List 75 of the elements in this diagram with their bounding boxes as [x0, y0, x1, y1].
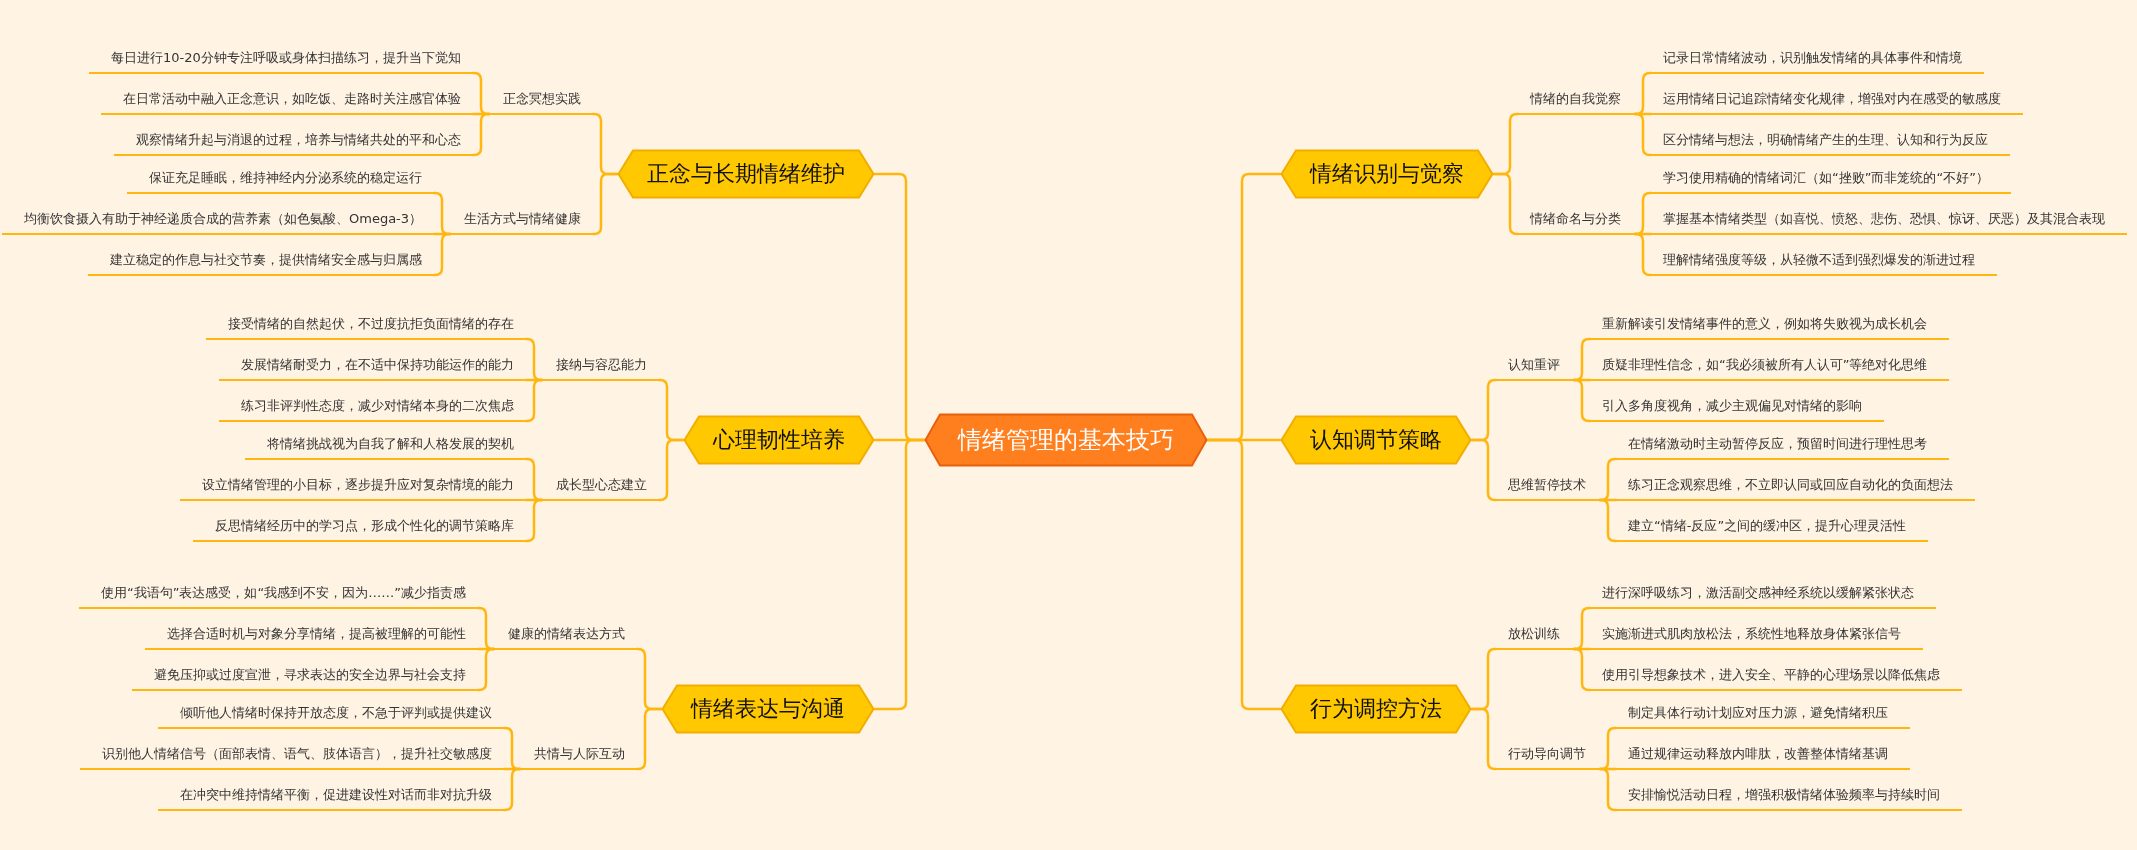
detail-label: 理解情绪强度等级，从轻微不适到强烈爆发的渐进过程	[1651, 246, 1997, 277]
detail-label: 区分情绪与想法，明确情绪产生的生理、认知和行为反应	[1651, 126, 2010, 157]
detail-label: 倾听他人情绪时保持开放态度，不急于评判或提供建议	[158, 699, 504, 730]
detail-label: 建立“情绪-反应”之间的缓冲区，提升心理灵活性	[1616, 512, 1929, 543]
detail-label: 在冲突中维持情绪平衡，促进建设性对话而非对抗升级	[158, 781, 504, 812]
detail-label: 保证充足睡眠，维持神经内分泌系统的稳定运行	[127, 164, 434, 195]
connector-line	[1572, 647, 1592, 692]
branch-label: 思维暂停技术	[1496, 471, 1600, 502]
connector-line	[502, 767, 522, 812]
connector-line	[476, 647, 496, 692]
detail-label: 识别他人情绪信号（面部表情、语气、肢体语言），提升社交敏感度	[80, 740, 504, 771]
topic-hexagon: 认知调节策略	[1280, 415, 1472, 465]
central-hexagon: 情绪管理的基本技巧	[924, 413, 1208, 467]
connector-line	[635, 707, 663, 771]
connector-line	[1470, 438, 1498, 502]
detail-label: 建立稳定的作息与社交节奏，提供情绪安全感与归属感	[88, 246, 434, 277]
connector-line	[1598, 498, 1618, 543]
detail-label: 接受情绪的自然起伏，不过度抗拒负面情绪的存在	[206, 310, 526, 341]
branch-label: 行动导向调节	[1496, 740, 1600, 771]
branch-label: 成长型心态建立	[542, 471, 659, 502]
detail-label: 选择合适时机与对象分享情绪，提高被理解的可能性	[145, 620, 478, 651]
connector-line	[1470, 707, 1498, 771]
branch-label: 情绪命名与分类	[1518, 205, 1635, 236]
detail-label: 学习使用精确的情绪词汇（如“挫败”而非笼统的“不好”）	[1651, 164, 2011, 195]
connector-line	[471, 112, 491, 157]
branch-label: 正念冥想实践	[489, 85, 593, 116]
detail-label: 每日进行10-20分钟专注呼吸或身体扫描练习，提升当下觉知	[89, 44, 473, 75]
connector-line	[657, 438, 685, 502]
detail-label: 反思情绪经历中的学习点，形成个性化的调节策略库	[193, 512, 526, 543]
detail-label: 使用“我语句”表达感受，如“我感到不安，因为……”减少指责感	[79, 579, 478, 610]
detail-label: 掌握基本情绪类型（如喜悦、愤怒、悲伤、恐惧、惊讶、厌恶）及其混合表现	[1651, 205, 2127, 236]
topic-hexagon: 情绪识别与觉察	[1280, 149, 1494, 199]
detail-label: 引入多角度视角，减少主观偏见对情绪的影响	[1590, 392, 1884, 423]
detail-label: 通过规律运动释放内啡肽，改善整体情绪基调	[1616, 740, 1910, 771]
topic-hexagon: 行为调控方法	[1280, 684, 1472, 734]
topic-hexagon: 心理韧性培养	[683, 415, 875, 465]
detail-label: 安排愉悦活动日程，增强积极情绪体验频率与持续时间	[1616, 781, 1962, 812]
detail-label: 发展情绪耐受力，在不适中保持功能运作的能力	[219, 351, 526, 382]
connector-line	[1572, 378, 1592, 423]
topic-hexagon: 正念与长期情绪维护	[617, 149, 875, 199]
detail-label: 使用引导想象技术，进入安全、平静的心理场景以降低焦虑	[1590, 661, 1962, 692]
branch-label: 放松训练	[1496, 620, 1574, 651]
detail-label: 运用情绪日记追踪情绪变化规律，增强对内在感受的敏感度	[1651, 85, 2023, 116]
detail-label: 练习正念观察思维，不立即认同或回应自动化的负面想法	[1616, 471, 1975, 502]
detail-label: 实施渐进式肌肉放松法，系统性地释放身体紧张信号	[1590, 620, 1923, 651]
branch-label: 生活方式与情绪健康	[450, 205, 593, 236]
detail-label: 记录日常情绪波动，识别触发情绪的具体事件和情境	[1651, 44, 1984, 75]
connector-line	[591, 172, 619, 236]
connector-line	[524, 378, 544, 423]
detail-label: 在日常活动中融入正念意识，如吃饭、走路时关注感官体验	[101, 85, 473, 116]
connector-line	[1206, 438, 1282, 711]
detail-label: 避免压抑或过度宣泄，寻求表达的安全边界与社会支持	[132, 661, 478, 692]
branch-label: 健康的情绪表达方式	[494, 620, 637, 651]
connector-line	[1492, 172, 1520, 236]
branch-label: 共情与人际互动	[520, 740, 637, 771]
branch-label: 认知重评	[1496, 351, 1574, 382]
connector-line	[1633, 112, 1653, 157]
connector-line	[1633, 232, 1653, 277]
connector-line	[524, 498, 544, 543]
detail-label: 制定具体行动计划应对压力源，避免情绪积压	[1616, 699, 1910, 730]
detail-label: 练习非评判性态度，减少对情绪本身的二次焦虑	[219, 392, 526, 423]
branch-label: 接纳与容忍能力	[542, 351, 659, 382]
branch-label: 情绪的自我觉察	[1518, 85, 1635, 116]
connector-line	[432, 232, 452, 277]
detail-label: 均衡饮食摄入有助于神经递质合成的营养素（如色氨酸、Omega-3）	[2, 205, 435, 236]
detail-label: 在情绪激动时主动暂停反应，预留时间进行理性思考	[1616, 430, 1949, 461]
detail-label: 观察情绪升起与消退的过程，培养与情绪共处的平和心态	[114, 126, 473, 157]
detail-label: 重新解读引发情绪事件的意义，例如将失败视为成长机会	[1590, 310, 1949, 341]
topic-hexagon: 情绪表达与沟通	[661, 684, 875, 734]
detail-label: 进行深呼吸练习，激活副交感神经系统以缓解紧张状态	[1590, 579, 1936, 610]
detail-label: 设立情绪管理的小目标，逐步提升应对复杂情境的能力	[180, 471, 526, 502]
detail-label: 质疑非理性信念，如“我必须被所有人认可”等绝对化思维	[1590, 351, 1950, 382]
connector-line	[873, 438, 926, 711]
detail-label: 将情绪挑战视为自我了解和人格发展的契机	[245, 430, 526, 461]
connector-line	[1598, 767, 1618, 812]
